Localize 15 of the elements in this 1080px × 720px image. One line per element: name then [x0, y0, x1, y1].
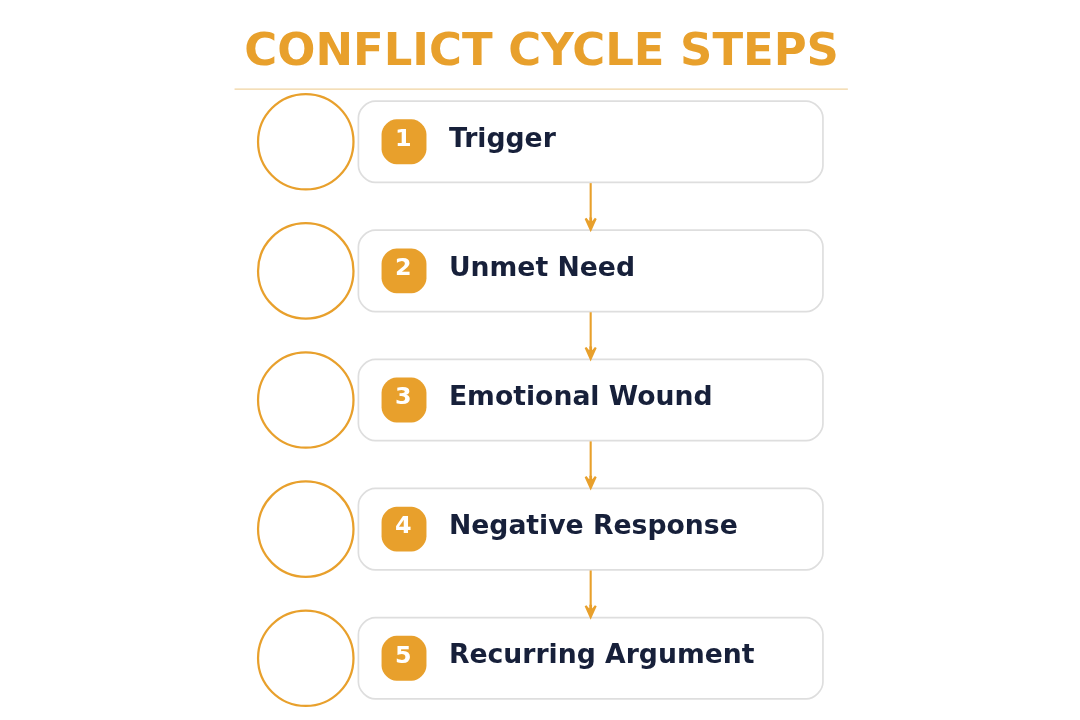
arrow — [584, 312, 597, 360]
arrow — [584, 570, 597, 619]
node-circle — [256, 92, 355, 191]
node-circle — [256, 480, 355, 578]
node-box: 1 Trigger — [357, 100, 824, 184]
node-circle — [256, 222, 355, 320]
node-box: 3 Emotional Wound — [357, 358, 824, 442]
arrow — [584, 183, 597, 231]
node-box: 4 Negative Response — [357, 487, 824, 571]
node-box: 5 Recurring Argument — [357, 616, 824, 700]
diagram-title: CONFLICT CYCLE STEPS — [243, 22, 839, 76]
arrow — [584, 441, 597, 490]
node-box: 2 Unmet Need — [357, 229, 824, 313]
node-circle — [256, 351, 355, 449]
node-circle — [256, 609, 355, 708]
